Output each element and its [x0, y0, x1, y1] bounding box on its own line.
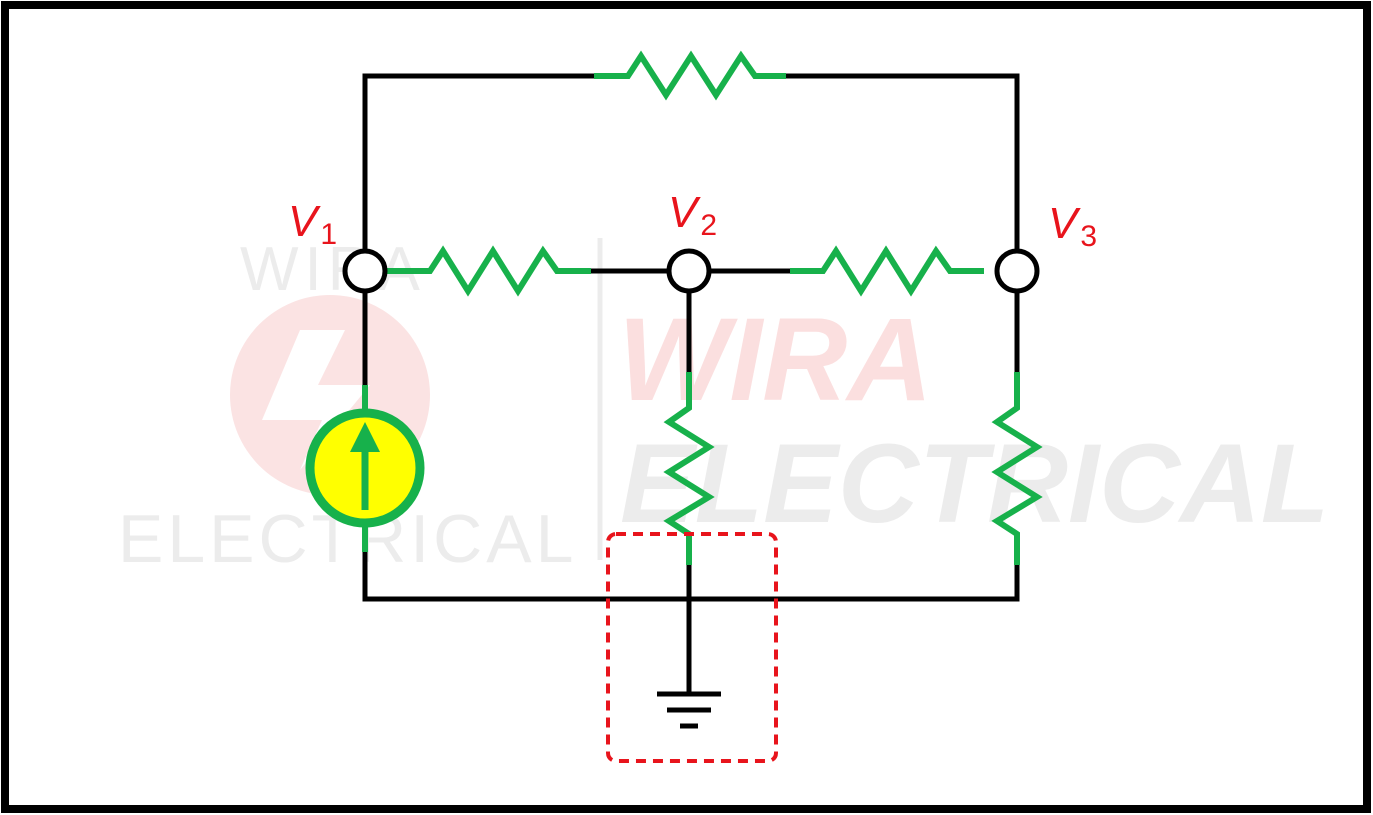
- resistor-v1-v2: [385, 245, 591, 297]
- wires: [362, 73, 1020, 695]
- ground-icon: [657, 691, 721, 729]
- node-v2: [666, 248, 712, 294]
- nodes: [342, 248, 1040, 294]
- watermark-right-top: WIRA: [618, 294, 933, 426]
- watermark: WIRA ELECTRICAL WIRA ELECTRICAL: [118, 235, 1329, 577]
- node-v1: [342, 248, 388, 294]
- wire-top-left: [362, 73, 600, 253]
- resistors: [385, 50, 1043, 565]
- resistor-v2-v3: [790, 245, 984, 297]
- current-source: [305, 385, 425, 552]
- wire-top-right: [780, 73, 1020, 253]
- watermark-right-bottom: ELECTRICAL: [620, 421, 1329, 546]
- node-v3: [994, 248, 1040, 294]
- arrow-up-icon: [350, 422, 380, 452]
- ground-highlight-box: [606, 532, 778, 763]
- watermark-bolt-icon: [262, 330, 370, 470]
- resistor-v3-ground: [991, 372, 1043, 565]
- resistor-v2-ground: [663, 372, 715, 565]
- resistor-top: [594, 50, 786, 101]
